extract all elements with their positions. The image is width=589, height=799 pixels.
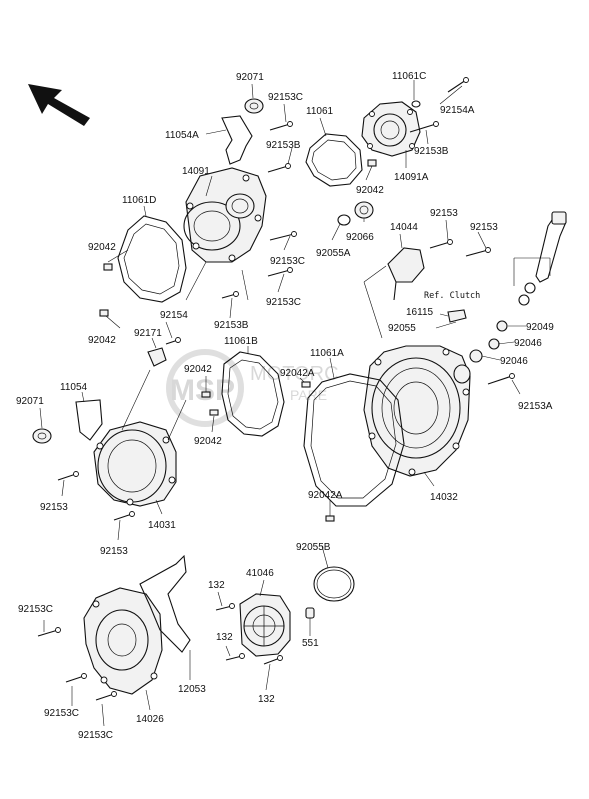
part-label: 551 [302,638,319,649]
part-label: 92171 [134,328,162,339]
part-label: 92042 [88,335,116,346]
part-label: 132 [216,632,233,643]
part-label: 11054 [60,382,88,393]
part-label: 92153 [430,208,458,219]
part-label: 92153 [100,546,128,557]
part-label: 92153C [78,730,113,741]
sprocket-cover-assembly [83,554,191,695]
part-label: 92153 [40,502,68,513]
part-label: 92042 [356,185,384,196]
pulse-cover-assembly [117,98,363,303]
part-label: 92153B [214,320,249,331]
part-label: 92042A [308,490,343,501]
part-label: 92066 [346,232,374,243]
part-label: 11061D [122,195,156,206]
fasteners [37,77,515,701]
part-label: 14091A [394,172,429,183]
part-label: 92049 [526,322,554,333]
part-label: 14032 [430,492,458,503]
oil-seal-92066 [337,201,374,226]
clutch-cover-assembly [303,345,471,507]
part-label: 92153B [266,140,301,151]
part-label: 92153C [268,92,303,103]
part-label: 11061C [392,71,426,82]
part-label: 92153B [414,146,449,157]
part-label: 132 [208,580,225,591]
part-label: 92055 [388,323,416,334]
gasket-11061b [201,351,285,437]
part-label: 11061B [224,336,258,347]
generator-cover-assembly [32,347,177,507]
part-label: 14031 [148,520,176,531]
part-label: 92153C [266,297,301,308]
watermark-brand-short: MSP [170,374,235,407]
leader-lines [39,80,551,727]
part-label: 132 [258,694,275,705]
direction-arrow-icon [28,84,90,126]
part-label: 92042 [88,242,116,253]
part-labels: 92071 11061C 92153C 92154A 11061 11054A … [16,71,554,741]
part-label: 92154A [440,105,475,116]
part-label: 12053 [178,684,206,695]
part-label: 92042 [184,364,212,375]
part-label: 92153C [18,604,53,615]
small-cover-assembly [361,100,421,157]
part-label: 92153C [270,256,305,267]
part-label: 92071 [16,396,44,407]
watermark-brand-bottom: PARE [290,387,327,403]
part-label: 11054A [165,130,199,141]
part-label: 41046 [246,568,274,579]
ref-clutch-note: Ref. Clutch [424,291,480,301]
part-label: 92042 [194,436,222,447]
part-label: 92046 [500,356,528,367]
part-label: 11061 [306,106,334,117]
part-label: 92055A [316,248,351,259]
part-label: 92046 [514,338,542,349]
water-pump-assembly [239,566,355,657]
part-label: 92071 [236,72,264,83]
part-label: 14044 [390,222,418,233]
part-label: 92153A [518,401,553,412]
part-label: 11061A [310,348,344,359]
part-label: 92055B [296,542,331,553]
part-label: 92153C [44,708,79,719]
clutch-lever-assembly [387,211,567,363]
part-label: 92154 [160,310,188,321]
part-label: 14026 [136,714,164,725]
part-label: 92153 [470,222,498,233]
part-label: 14091 [182,166,210,177]
part-label: 16115 [406,307,434,318]
part-label: 92042A [280,368,315,379]
